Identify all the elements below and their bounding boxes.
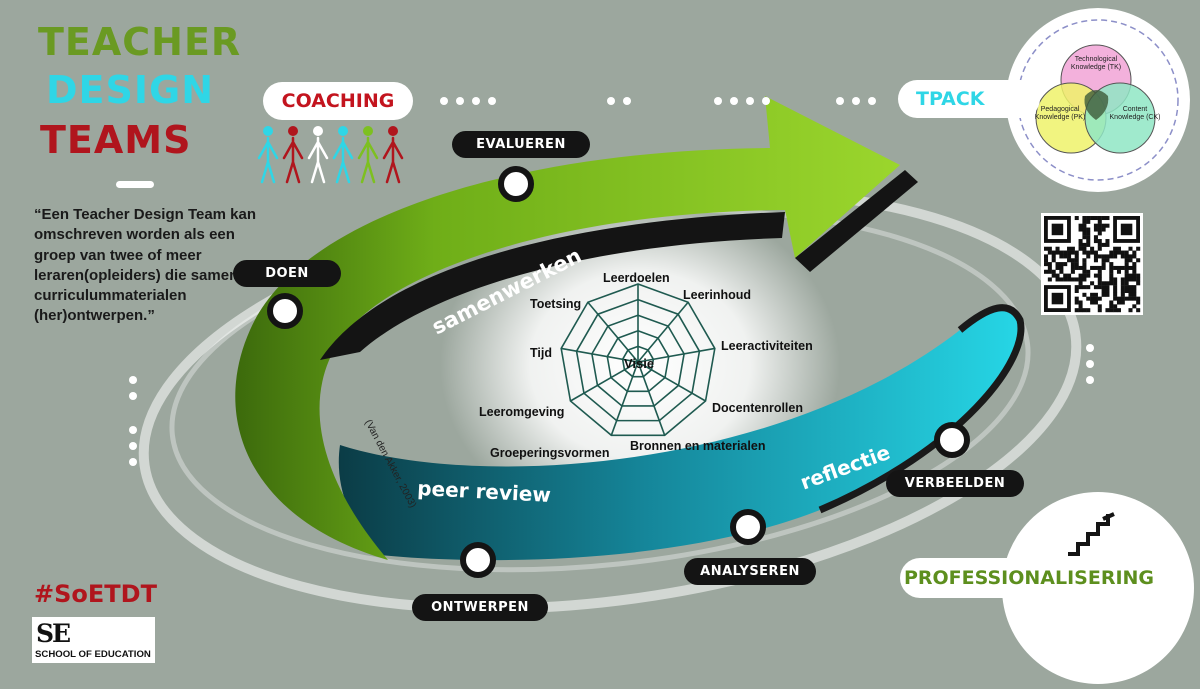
web-ring	[606, 329, 670, 393]
cycle-nodes	[267, 166, 970, 578]
definition-quote: “Een Teacher Design Team kan omschreven …	[34, 206, 257, 325]
web-spoke	[637, 361, 706, 402]
title-teacher: TEACHER	[38, 20, 242, 64]
teal-band	[338, 307, 1021, 561]
professionalisering-label: PROFESSIONALISERING	[900, 558, 1158, 598]
web-ring	[591, 314, 685, 407]
coaching-label: COACHING	[263, 82, 413, 120]
stairs-icon	[1068, 512, 1115, 556]
web-spoke	[587, 301, 639, 363]
web-spoke	[561, 347, 639, 363]
title-design: DESIGN	[46, 68, 215, 112]
person-icon	[307, 126, 329, 184]
people-icons	[257, 126, 404, 184]
title-teams: TEAMS	[40, 118, 192, 162]
web-ring	[575, 298, 701, 422]
web-spoke	[637, 301, 689, 363]
web-label: Leerinhoud	[683, 288, 752, 302]
web-label: Leerdoelen	[603, 271, 670, 285]
web-label: Leeromgeving	[479, 405, 565, 419]
web-spoke	[637, 347, 715, 363]
web-label: Leeractiviteiten	[721, 339, 813, 353]
web-label: Tijd	[530, 346, 552, 360]
web-center-visie: Visie	[624, 356, 655, 371]
hashtag: #SoETDT	[34, 580, 157, 608]
tpack-tk: Technological Knowledge (TK)	[1070, 56, 1122, 71]
step-verbeelden: VERBEELDEN	[886, 470, 1024, 497]
person-icon	[357, 126, 379, 184]
person-icon	[282, 126, 304, 184]
green-arrow	[235, 96, 900, 560]
title-underline	[116, 181, 154, 188]
web-spoke	[637, 361, 666, 436]
tpack-pk: Pedagogical Knowledge (PK)	[1034, 106, 1086, 121]
decorative-dots	[129, 97, 1094, 466]
qr-code	[1041, 213, 1143, 315]
school-logo: SE SCHOOL OF EDUCATION	[32, 617, 155, 663]
web-label: Bronnen en materialen	[630, 439, 766, 453]
web-ring	[560, 283, 716, 437]
tpack-diagram	[1006, 8, 1190, 192]
arrow-black-band	[320, 212, 785, 360]
web-label: Groeperingsvormen	[490, 446, 610, 460]
person-icon	[382, 126, 404, 184]
web-ring	[621, 345, 655, 378]
step-evalueren: EVALUEREN	[452, 131, 590, 158]
step-analyseren: ANALYSEREN	[684, 558, 816, 585]
web-label: Toetsing	[530, 297, 582, 311]
web-spoke	[610, 361, 639, 436]
logo-text: SCHOOL OF EDUCATION	[35, 649, 151, 660]
step-ontwerpen: ONTWERPEN	[412, 594, 548, 621]
teal-band-outline	[818, 304, 1025, 514]
person-icon	[257, 126, 279, 184]
spider-web	[560, 283, 716, 437]
step-doen: DOEN	[233, 260, 341, 287]
person-icon	[332, 126, 354, 184]
web-label: Docentenrollen	[712, 401, 803, 415]
tpack-label: TPACK	[898, 80, 1040, 118]
logo-mark: SE	[36, 619, 71, 648]
arrow-tip-shadow	[795, 170, 918, 272]
tpack-ck: Content Knowledge (CK)	[1109, 106, 1161, 121]
web-spoke	[570, 361, 639, 402]
